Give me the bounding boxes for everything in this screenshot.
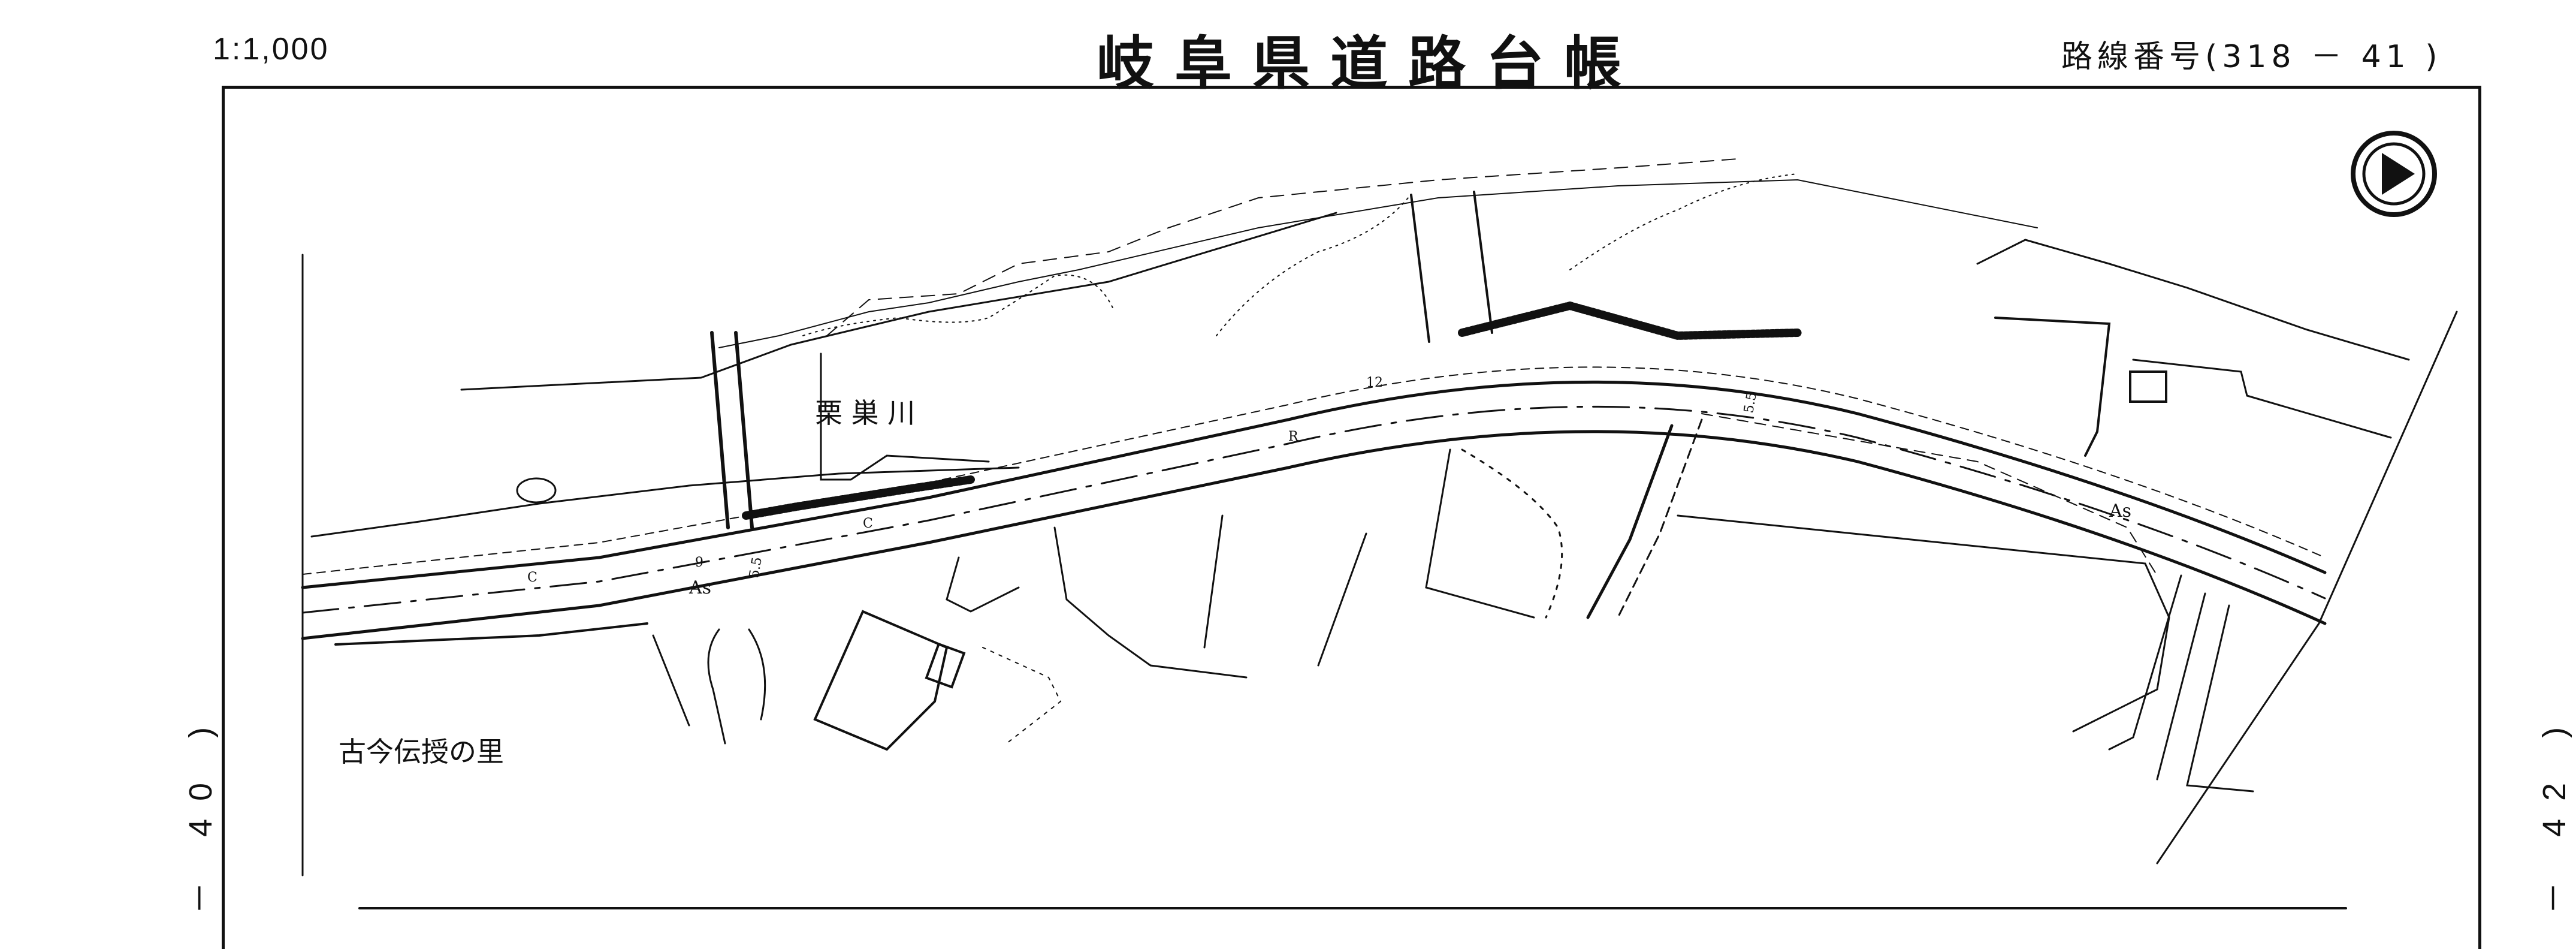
road-width-west: 5.5 (747, 556, 765, 579)
channel-outline (820, 353, 990, 481)
tree-symbol (516, 477, 557, 504)
ne-parcel-1 (1994, 317, 2111, 457)
place-label: 古今伝授の里 (339, 736, 504, 768)
measure-9: 9 (695, 555, 703, 570)
curb-label-1: C (527, 570, 537, 585)
canal-wall-east (1473, 191, 1493, 334)
ditch-west (1586, 424, 1674, 619)
road-surface-label-east: As (2109, 501, 2131, 522)
sheet-edge-diagonal (2156, 311, 2458, 864)
parcel-edge-dashed (1701, 413, 2158, 576)
parcel-boundary-1 (1053, 526, 1248, 679)
route-number: 路線番号(318 － 41 ) (2061, 39, 2442, 75)
shoreline-dotted (802, 274, 1115, 336)
north-arrow-icon (2351, 131, 2437, 217)
parcel-boundary-far-east (2156, 592, 2254, 793)
slope-line (718, 179, 2038, 348)
embankment-dashed (826, 158, 1738, 336)
large-parcel (1677, 514, 2170, 733)
river-bank-north (460, 212, 1337, 391)
road-surface-label-west: As (688, 577, 711, 598)
retaining-wall-hatched (742, 475, 975, 520)
building-2 (925, 642, 966, 689)
bridge-pier-west (710, 331, 730, 529)
parcel-boundary-3 (1317, 448, 1535, 667)
map-scale: 1:1,000 (213, 32, 330, 67)
bridge-pier-east (734, 331, 754, 529)
building-3 (946, 556, 1020, 613)
ne-parcel-2 (2132, 358, 2392, 439)
river-bank-south (310, 466, 1020, 538)
sw-boundary-2 (707, 628, 726, 745)
garden-dotted (982, 647, 1062, 744)
parcel-boundary-east (2108, 574, 2182, 751)
sw-road-edge (334, 622, 648, 646)
sw-boundary-3 (748, 628, 766, 721)
parcel-dotted (1461, 448, 1563, 619)
ne-structure (2129, 370, 2167, 403)
canal-wall-west (1410, 194, 1430, 343)
road-centerline (301, 405, 2326, 614)
road-edge-north (301, 380, 2327, 589)
parcel-boundary-2 (1203, 514, 1224, 649)
sw-boundary-1 (652, 634, 690, 727)
building-1 (813, 610, 949, 751)
curb-label-2: C (863, 516, 873, 531)
guardrail-hatched (1458, 301, 1802, 341)
map-frame (222, 86, 2481, 949)
ne-boundary (1976, 239, 2410, 361)
road-width-east: 5.5 (1741, 391, 1760, 414)
measure-12: 12 (1366, 375, 1383, 390)
ditch-west-dashed (1617, 418, 1703, 619)
shoreline-dotted-3 (1569, 173, 1798, 270)
road-shoulder-north (302, 366, 2326, 575)
road-label-r: R (1288, 429, 1299, 444)
river-label: 栗 巣 川 (815, 397, 915, 429)
road-edge-south (301, 430, 2327, 640)
shoreline-dotted-2 (1216, 197, 1409, 336)
